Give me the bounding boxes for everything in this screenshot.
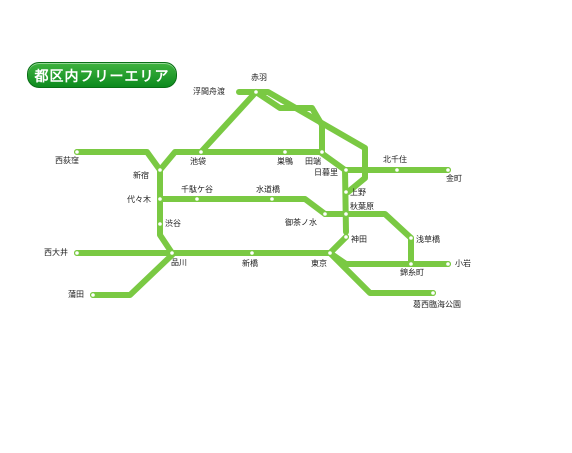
station-sendagaya: 千駄ケ谷 bbox=[181, 185, 213, 194]
station-kanamachi: 金町 bbox=[446, 174, 462, 183]
station-akihabara: 秋葉原 bbox=[350, 202, 374, 211]
station-nippori: 日暮里 bbox=[314, 168, 338, 177]
station-kanda: 神田 bbox=[351, 235, 367, 244]
chuo-sobu-line bbox=[157, 196, 414, 267]
station-akabane: 赤羽 bbox=[251, 73, 267, 82]
station-suidobashi: 水道橋 bbox=[256, 185, 280, 194]
station-kinshicho: 錦糸町 bbox=[400, 268, 424, 277]
saikyo-line bbox=[198, 89, 325, 155]
kamata-line bbox=[90, 252, 175, 298]
station-asakusabashi: 浅草橋 bbox=[416, 235, 440, 244]
sobu-east-line bbox=[327, 250, 451, 267]
station-kitasenju: 北千住 bbox=[383, 155, 407, 164]
station-nishiogikubo: 西荻窪 bbox=[55, 156, 79, 165]
station-tokyo: 東京 bbox=[311, 259, 327, 268]
station-nishioi: 西大井 bbox=[44, 248, 68, 257]
station-kamata: 蒲田 bbox=[68, 290, 84, 299]
station-ueno: 上野 bbox=[350, 188, 366, 197]
keiyo-line bbox=[327, 250, 436, 296]
station-shinagawa: 品川 bbox=[171, 258, 187, 267]
station-dots bbox=[73, 88, 452, 299]
station-komagome: 巣鴨 bbox=[277, 157, 293, 166]
station-shimbashi: 新橋 bbox=[242, 259, 258, 268]
station-koiwa: 小岩 bbox=[455, 259, 471, 268]
station-yoyogi: 代々木 bbox=[127, 195, 151, 204]
station-kasairinkai: 葛西臨海公園 bbox=[413, 300, 461, 309]
chuo-line-west bbox=[74, 149, 163, 173]
station-shibuya: 渋谷 bbox=[165, 219, 181, 228]
station-ochanomizu: 御茶ノ水 bbox=[285, 218, 317, 227]
station-ukimafunado: 浮間舟渡 bbox=[193, 87, 225, 96]
station-tabata: 田端 bbox=[305, 157, 321, 166]
station-ikebukuro: 池袋 bbox=[190, 157, 206, 166]
badge-title: 都区内フリーエリア bbox=[34, 69, 170, 85]
free-area-badge: 都区内フリーエリア bbox=[27, 62, 177, 88]
station-shinjuku: 新宿 bbox=[133, 171, 149, 180]
